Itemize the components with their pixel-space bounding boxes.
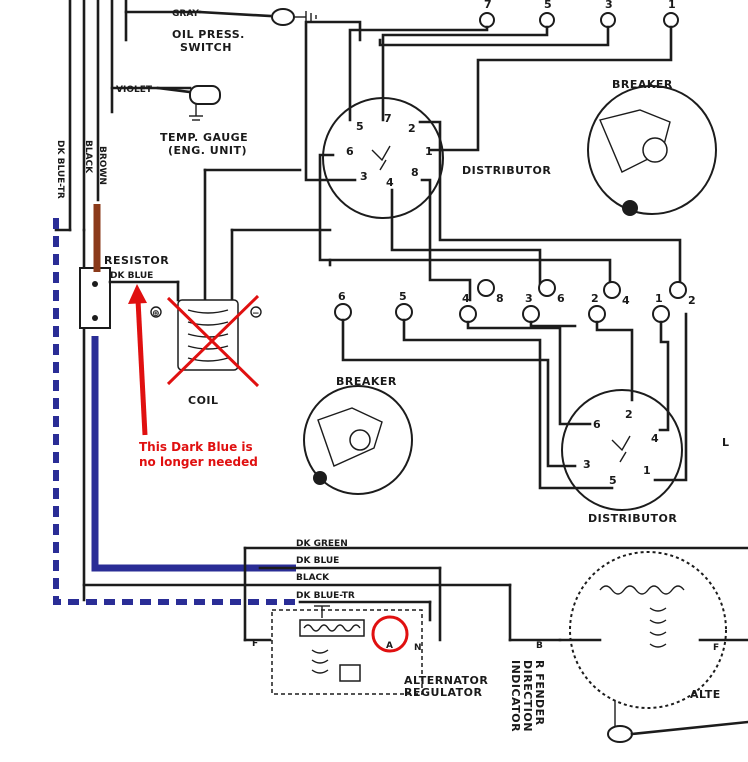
coil-plus-label: ⊕ <box>152 309 160 319</box>
coil-minus-label: − <box>252 309 260 319</box>
bottom-harness <box>82 546 748 642</box>
dk-blue-solid-overlay <box>91 336 296 572</box>
distributor-mid-label: DISTRIBUTOR <box>588 512 677 525</box>
regulator-label-2: REGULATOR <box>404 686 482 699</box>
oil-switch-label-2: SWITCH <box>180 41 232 54</box>
resistor-dk-blue-label: DK BLUE <box>110 271 153 281</box>
alternator: ALTE <box>558 551 748 743</box>
dist-mid-num-2: 2 <box>625 408 633 421</box>
terminal-mid-2b: 2 <box>688 294 696 307</box>
fender-indicator-label-2: DIRECTION <box>521 660 534 732</box>
dist-top-num-8: 8 <box>411 166 419 179</box>
coil: ⊕ − COIL <box>150 168 332 407</box>
annotation-arrow <box>128 284 148 436</box>
dist-mid-num-1: 1 <box>643 464 651 477</box>
dist-mid-num-4: 4 <box>651 432 659 445</box>
terminal-mid-4a: 4 <box>462 292 470 305</box>
top-terminals <box>479 12 679 28</box>
terminal-mid-8: 8 <box>496 292 504 305</box>
black-vertical-label: BLACK <box>83 140 93 174</box>
gray-label: GRAY <box>172 9 199 19</box>
annotation-note-line1: This Dark Blue is <box>139 440 253 454</box>
annotation-note-line2: no longer needed <box>139 455 258 469</box>
dist-top-num-2: 2 <box>408 122 416 135</box>
middle-terminals <box>334 279 687 323</box>
middle-distributor-wiring <box>341 312 688 490</box>
dist-mid-num-3: 3 <box>583 458 591 471</box>
terminal-highlight-circle <box>371 615 409 653</box>
fender-indicator-label-1: R FENDER <box>533 660 546 726</box>
temp-gauge-unit: VIOLET TEMP. GAUGE (ENG. UNIT) <box>116 85 248 157</box>
brown-vertical-label: BROWN <box>97 146 107 185</box>
terminal-mid-6b: 6 <box>557 292 565 305</box>
regulator-a-label: A <box>386 641 393 651</box>
coil-label: COIL <box>188 394 219 407</box>
terminal-top-1: 1 <box>668 0 676 11</box>
terminal-mid-6a: 6 <box>338 290 346 303</box>
terminal-mid-3: 3 <box>525 292 533 305</box>
resistor-label: RESISTOR <box>104 254 169 267</box>
dist-top-num-6: 6 <box>346 145 354 158</box>
dist-top-num-7: 7 <box>384 112 392 125</box>
terminal-mid-4b: 4 <box>622 294 630 307</box>
violet-label: VIOLET <box>116 85 153 95</box>
distributor-mid <box>561 389 683 511</box>
dist-top-num-1: 1 <box>425 145 433 158</box>
breaker-mid-label: BREAKER <box>336 375 397 388</box>
terminal-mid-2a: 2 <box>591 292 599 305</box>
black-label: BLACK <box>296 573 330 583</box>
dist-top-num-3: 3 <box>360 170 368 183</box>
breaker-top-label: BREAKER <box>612 78 673 91</box>
fender-indicator-label-3: INDICATOR <box>509 660 522 732</box>
terminal-mid-5: 5 <box>399 290 407 303</box>
terminal-top-5: 5 <box>544 0 552 11</box>
dk-blue-tr-vertical-label: DK BLUE-TR <box>55 140 65 199</box>
dk-blue-tr-label: DK BLUE-TR <box>296 591 355 601</box>
l-edge-label: L <box>722 436 730 449</box>
regulator-label-1: ALTERNATOR <box>404 674 488 687</box>
terminal-mid-1: 1 <box>655 292 663 305</box>
resistor: RESISTOR DK BLUE <box>79 254 180 329</box>
breaker-mid: BREAKER <box>303 375 413 495</box>
top-distributor-wiring <box>304 20 682 302</box>
dk-green-label: DK GREEN <box>296 539 348 549</box>
dk-blue-tr-dashed-overlay <box>53 218 300 605</box>
breaker-top: BREAKER <box>587 78 717 216</box>
dist-top-num-4: 4 <box>386 176 394 189</box>
left-harness <box>54 0 202 602</box>
regulator-n-label: N <box>414 643 422 653</box>
terminal-top-7: 7 <box>484 0 492 11</box>
dist-mid-num-6: 6 <box>593 418 601 431</box>
coil-removed-x-mark <box>166 294 260 388</box>
dist-top-num-5: 5 <box>356 120 364 133</box>
regulator-f-label: F <box>252 639 258 649</box>
alternator-label: ALTE <box>690 688 721 701</box>
oil-switch-label-1: OIL PRESS. <box>172 28 245 41</box>
distributor-top-label: DISTRIBUTOR <box>462 164 551 177</box>
terminal-top-3: 3 <box>605 0 613 11</box>
alternator-b-label: B <box>536 641 543 651</box>
dk-blue-label: DK BLUE <box>296 556 339 566</box>
temp-gauge-label-2: (ENG. UNIT) <box>168 144 247 157</box>
dist-mid-num-5: 5 <box>609 474 617 487</box>
alternator-f-label: F <box>713 643 719 653</box>
temp-gauge-label-1: TEMP. GAUGE <box>160 131 248 144</box>
alternator-regulator: ALTERNATOR REGULATOR <box>271 605 488 699</box>
oil-press-switch: GRAY OIL PRESS. SWITCH <box>172 8 317 54</box>
